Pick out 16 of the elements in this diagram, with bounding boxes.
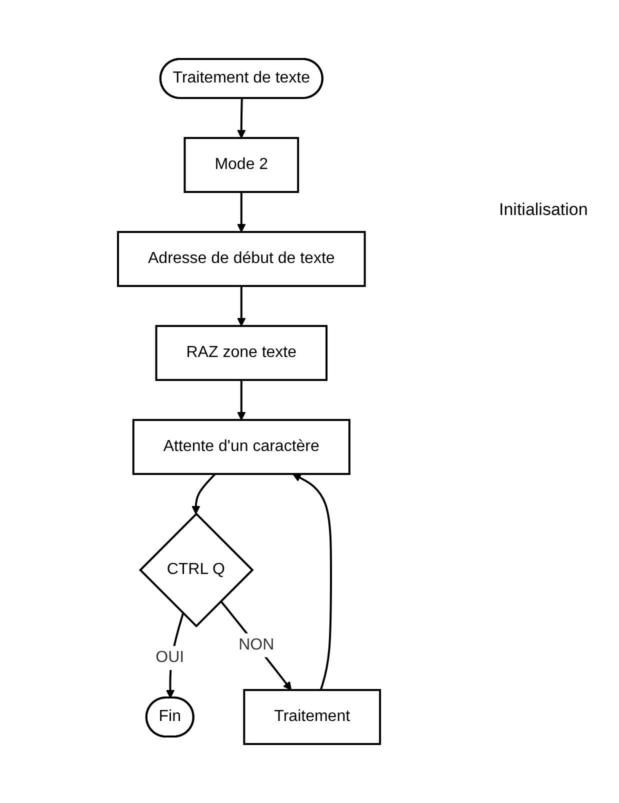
arrow [220, 600, 292, 690]
node-box: RAZ zone texte [156, 324, 328, 381]
arrow [237, 192, 246, 232]
arrow [237, 286, 246, 326]
node-box: Mode 2 [184, 136, 300, 193]
arrow [237, 380, 246, 420]
node-box: Traitement [244, 689, 382, 746]
node-box: Attente d'un caractère [132, 418, 351, 475]
arrow [237, 98, 246, 138]
node-box: Adresse de début de texte [117, 230, 366, 287]
arrow [192, 473, 216, 514]
edge-label: NON [239, 636, 275, 654]
edge-label: OUI [156, 649, 185, 666]
node-diamond: CTRL Q [139, 512, 254, 628]
section-label: Initialisation [499, 200, 589, 220]
arrow [292, 474, 332, 690]
